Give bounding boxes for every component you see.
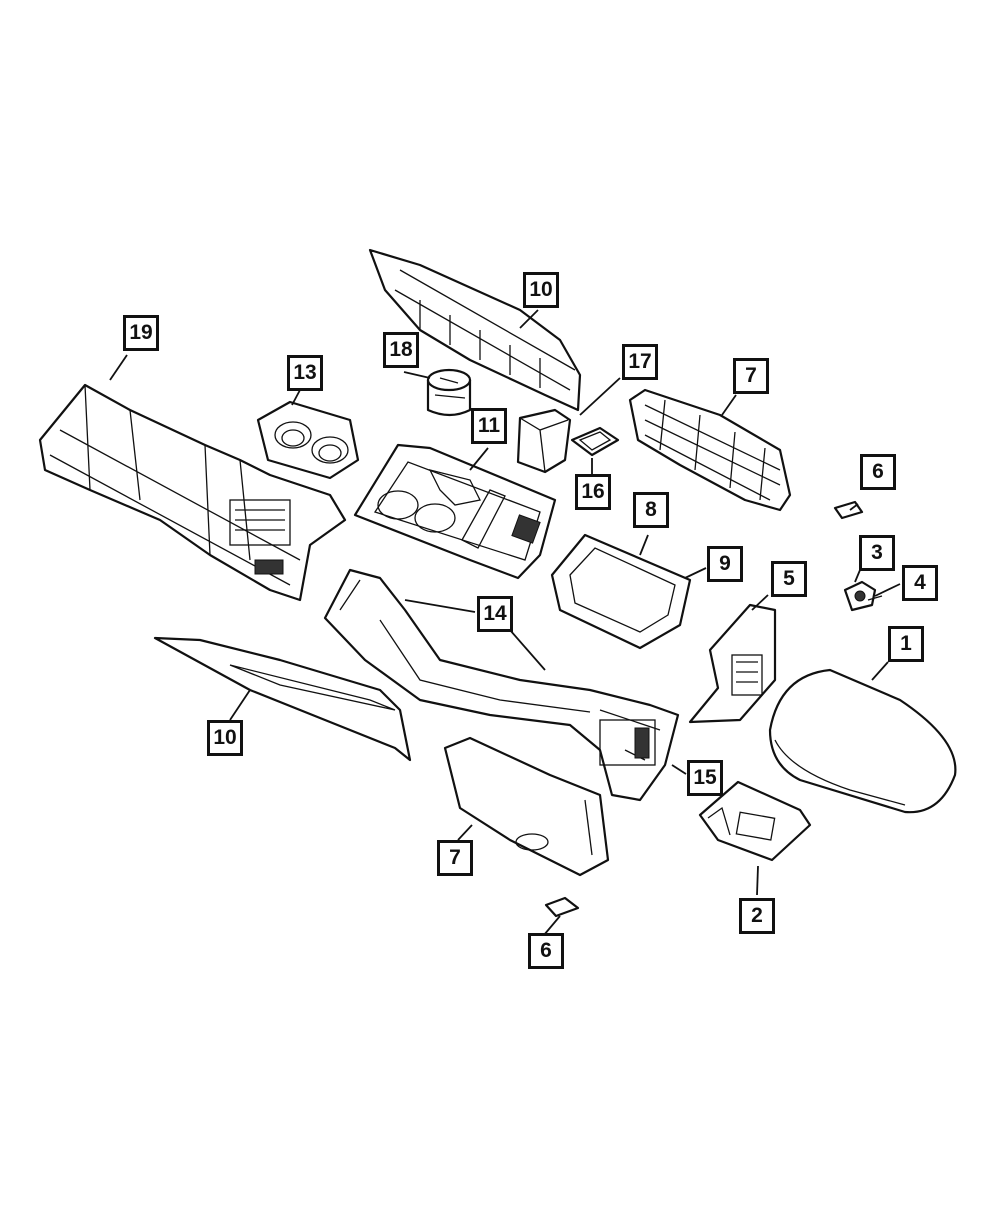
side-panel-lower [443, 736, 610, 877]
side-trim-panel-lower [153, 636, 412, 762]
callout-14[interactable]: 14 [477, 596, 513, 632]
hinge-bracket [698, 780, 812, 862]
callout-18[interactable]: 18 [383, 332, 419, 368]
callout-13[interactable]: 13 [287, 355, 323, 391]
callout-3[interactable]: 3 [859, 535, 895, 571]
callout-19[interactable]: 19 [123, 315, 159, 351]
callout-7-upper[interactable]: 7 [733, 358, 769, 394]
side-trim-panel-upper [368, 248, 582, 412]
callout-6-lower[interactable]: 6 [528, 933, 564, 969]
callout-2[interactable]: 2 [739, 898, 775, 934]
rear-trim-bezel [688, 603, 777, 724]
callout-8[interactable]: 8 [633, 492, 669, 528]
armrest-lid [768, 668, 957, 814]
callout-9[interactable]: 9 [707, 546, 743, 582]
callout-16[interactable]: 16 [575, 474, 611, 510]
callout-10-lower[interactable]: 10 [207, 720, 243, 756]
power-outlet [843, 580, 883, 612]
callout-4[interactable]: 4 [902, 565, 938, 601]
bin-mat-insert [570, 426, 620, 457]
leader-lines [109, 309, 901, 936]
clip-lower [544, 896, 580, 918]
callout-5[interactable]: 5 [771, 561, 807, 597]
console-base-frame [38, 383, 347, 602]
callout-10-upper[interactable]: 10 [523, 272, 559, 308]
storage-cup [426, 368, 472, 417]
callout-7-lower[interactable]: 7 [437, 840, 473, 876]
storage-tray [550, 533, 692, 650]
side-panel-upper-right [628, 388, 792, 512]
callout-15[interactable]: 15 [687, 760, 723, 796]
callout-6-upper[interactable]: 6 [860, 454, 896, 490]
callout-11[interactable]: 11 [471, 408, 507, 444]
storage-bin [516, 408, 572, 474]
shifter-bezel-plate [353, 443, 557, 580]
callout-17[interactable]: 17 [622, 344, 658, 380]
center-console-carrier [323, 568, 680, 802]
callout-1[interactable]: 1 [888, 626, 924, 662]
cup-holder-insert [256, 400, 360, 480]
